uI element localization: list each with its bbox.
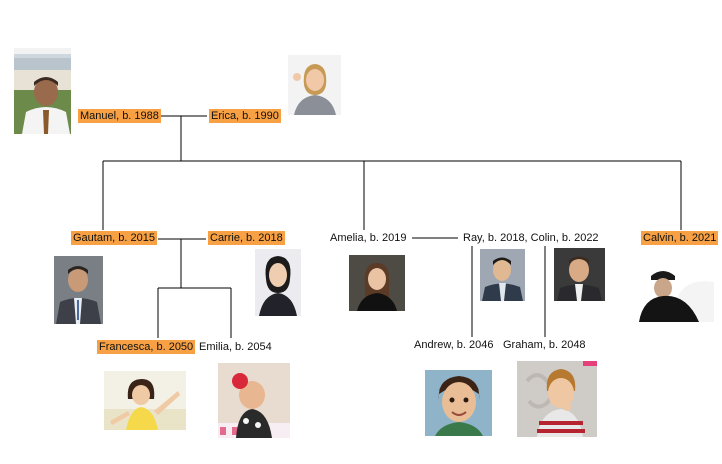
photo-graham: [517, 361, 597, 437]
photo-manuel: [14, 48, 71, 134]
person-label-andrew: Andrew, b. 2046: [414, 339, 494, 351]
photo-andrew: [425, 370, 492, 436]
person-label-ray-colin: Ray, b. 2018, Colin, b. 2022: [463, 232, 599, 244]
photo-emilia: [218, 363, 290, 438]
photo-francesca: [104, 371, 186, 430]
person-label-francesca: Francesca, b. 2050: [97, 340, 196, 354]
person-label-emilia: Emilia, b. 2054: [199, 341, 272, 353]
photo-carrie: [255, 249, 301, 316]
person-label-calvin: Calvin, b. 2021: [641, 231, 719, 245]
photo-gautam: [54, 256, 103, 324]
photo-calvin: [629, 264, 714, 322]
person-label-erica: Erica, b. 1990: [209, 109, 281, 123]
photo-amelia: [349, 255, 405, 311]
person-label-gautam: Gautam, b. 2015: [71, 231, 157, 245]
photo-colin: [554, 248, 605, 301]
person-label-manuel: Manuel, b. 1988: [78, 109, 161, 123]
photo-ray: [480, 249, 525, 301]
person-label-carrie: Carrie, b. 2018: [208, 231, 285, 245]
person-label-graham: Graham, b. 2048: [503, 339, 586, 351]
person-label-amelia: Amelia, b. 2019: [330, 232, 407, 244]
photo-erica: [288, 55, 341, 115]
